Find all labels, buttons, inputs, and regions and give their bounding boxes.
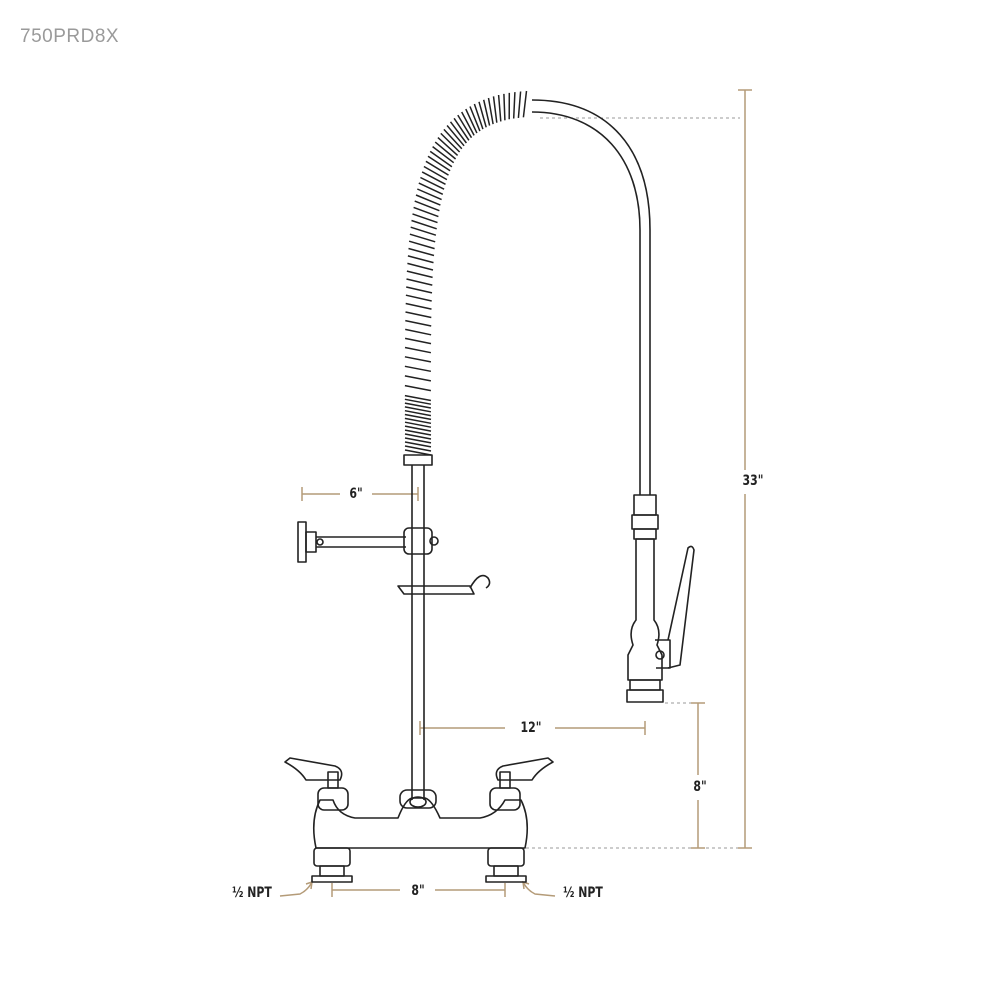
- dimension-center-spacing: 8": [409, 883, 427, 899]
- spring-coil: [404, 90, 528, 456]
- inlet-label-left: ½ NPT: [229, 885, 275, 901]
- faucet-outline: [284, 99, 695, 883]
- dimension-spray-height: 8": [691, 779, 709, 795]
- spring-coil-turns: [404, 90, 528, 456]
- guide-lines: [520, 117, 745, 849]
- dimension-overall-height: 33": [740, 473, 766, 489]
- dimension-lines: [279, 89, 752, 897]
- inlet-label-right: ½ NPT: [560, 885, 606, 901]
- dimension-wall-bracket: 6": [347, 486, 365, 502]
- model-number: 750PRD8X: [20, 26, 120, 47]
- dimension-spray-reach: 12": [518, 720, 544, 736]
